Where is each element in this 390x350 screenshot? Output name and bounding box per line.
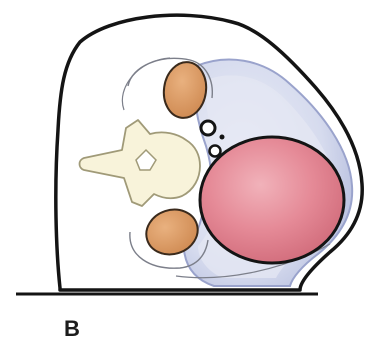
vessel-ring: [201, 121, 215, 135]
figure-label: B: [64, 316, 80, 342]
mass: [200, 137, 344, 263]
vessel-ring: [210, 146, 221, 157]
vessel-dot: [220, 135, 225, 140]
